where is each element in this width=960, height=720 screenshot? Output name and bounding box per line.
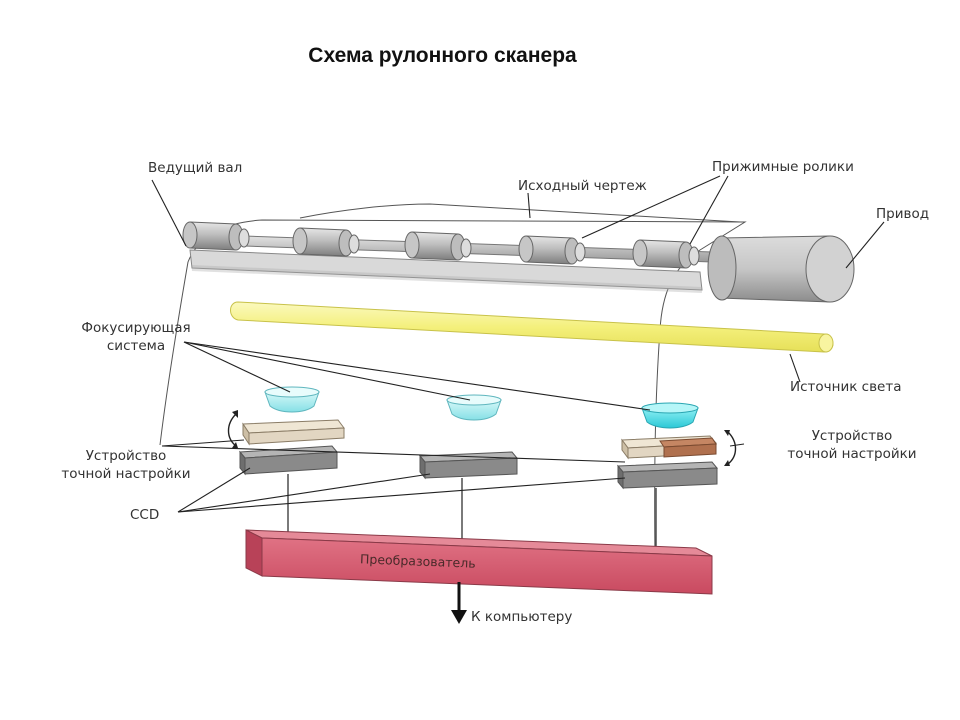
label-ccd: CCD	[130, 507, 159, 523]
rotate-arrow-left-icon	[227, 413, 237, 447]
label-pinch-rollers: Прижимные ролики	[712, 159, 854, 175]
sheet-top-edge	[299, 203, 741, 223]
label-drive: Привод	[876, 206, 929, 222]
converter-box	[245, 529, 713, 595]
label-fine-tune-left-line1: Устройство	[86, 448, 167, 464]
roller-2	[292, 227, 360, 257]
label-focusing-line1: Фокусирующая	[81, 320, 190, 336]
label-fine-tune-right-line2: точной настройки	[787, 446, 916, 462]
label-converter: Преобразователь	[360, 551, 476, 570]
label-fine-tune-left-line2: точной настройки	[61, 466, 190, 482]
lens-middle	[446, 394, 502, 421]
label-light-source: Источник света	[790, 379, 902, 395]
guide-bar	[189, 249, 703, 291]
lens-left	[264, 386, 320, 413]
adjuster-left	[242, 419, 345, 446]
light-source	[230, 301, 834, 353]
roller-1	[182, 221, 250, 251]
roller-5	[632, 239, 700, 269]
label-drive-shaft: Ведущий вал	[148, 160, 242, 176]
label-focusing-line2: система	[107, 338, 165, 354]
roller-4	[518, 235, 586, 265]
drive-motor	[707, 235, 855, 303]
rotate-arrow-right-icon	[727, 431, 737, 465]
leader-lines	[151, 175, 885, 513]
roller-3	[404, 231, 472, 261]
ccd-left	[238, 445, 339, 476]
down-arrow-icon	[451, 610, 467, 624]
diagram-title: Схема рулонного сканера	[308, 44, 577, 67]
label-fine-tune-right-line1: Устройство	[812, 428, 893, 444]
label-to-computer: К компьютеру	[471, 609, 572, 625]
ccd-right	[616, 461, 719, 490]
label-original-drawing: Исходный чертеж	[518, 178, 647, 194]
adjuster-right	[621, 435, 718, 460]
lens-right	[641, 402, 699, 429]
